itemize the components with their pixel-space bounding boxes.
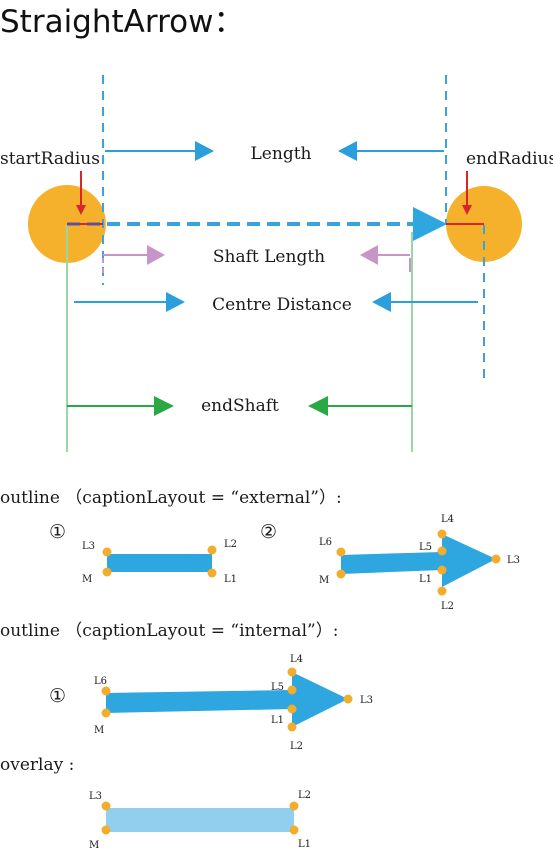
end-radius-label: endRadius [466,149,553,169]
page-title: StraightArrow： [0,4,244,40]
int-label-l3: L3 [360,695,373,706]
end-shaft-right-head [308,396,328,416]
outline-internal-arrow [106,672,348,727]
ext2-point-l3 [491,554,501,564]
int-point-m [101,708,111,718]
ovl-point-l1 [289,825,299,835]
end-radius-pointer-head [462,205,472,215]
ovl-label-l2: L2 [298,790,311,801]
ext2-point-l5 [437,546,447,556]
ext1-label-l1: L1 [224,574,237,585]
section-outline-internal: outline （captionLayout = “internal”）: [0,621,338,641]
end-shaft-left-head [154,396,174,416]
ext2-point-l1 [437,565,447,575]
centre-distance-right-head [372,292,391,312]
length-label: Length [251,144,312,164]
int-point-l4 [287,667,297,677]
ext1-label-m: M [82,574,92,585]
ovl-label-m: M [89,840,99,851]
ext2-point-l4 [437,529,447,539]
shaft-length-label: Shaft Length [213,247,325,267]
shaft-length-left-head [147,245,165,265]
ext2-point-l2 [437,586,447,596]
ovl-point-m [101,825,111,835]
int-label-l4: L4 [290,654,303,665]
shaft-length-right-head [360,245,378,265]
ext2-label-l4: L4 [441,514,454,525]
section-overlay: overlay : [0,755,74,775]
int-label-l2: L2 [290,741,303,752]
ovl-label-l1: L1 [298,839,311,850]
int-label-l6: L6 [94,676,107,687]
ext1-point-l2 [207,545,217,555]
int-point-l6 [101,686,111,696]
ovl-point-l2 [289,801,299,811]
ext2-point-m [336,569,346,579]
ext1-point-m [102,567,112,577]
int-label-l5: L5 [271,682,284,693]
start-radius-label: startRadius [0,149,100,169]
marker-one-external: ① [49,521,66,543]
int-point-l1 [287,704,297,714]
int-point-l3 [343,694,353,704]
marker-two-external: ② [260,521,277,543]
ext1-point-l1 [207,568,217,578]
outline-external-rect [107,554,212,572]
int-label-l1: L1 [271,715,284,726]
ext1-label-l2: L2 [224,539,237,550]
overlay-rect [106,808,294,832]
centre-distance-left-head [166,292,185,312]
section-outline-external: outline （captionLayout = “external”）: [0,488,342,508]
ovl-label-l3: L3 [89,791,102,802]
ext2-label-l5: L5 [419,542,432,553]
ovl-point-l3 [101,801,111,811]
int-point-l2 [287,722,297,732]
ext2-label-l3: L3 [507,555,520,566]
start-radius-pointer-head [76,205,86,215]
length-arrow-left-head [195,141,214,161]
ext2-label-m: M [319,575,329,586]
outline-external-arrow [341,534,496,587]
int-point-l5 [287,685,297,695]
length-arrow-right-head [338,141,357,161]
ext2-label-l2: L2 [441,601,454,612]
marker-one-internal: ① [49,685,66,707]
end-shaft-label: endShaft [201,396,279,416]
int-label-m: M [94,725,104,736]
ext1-label-l3: L3 [82,541,95,552]
centre-distance-label: Centre Distance [212,295,352,315]
ext2-label-l1: L1 [419,574,432,585]
ext2-label-l6: L6 [319,537,332,548]
main-arrow-head [413,207,447,241]
ext1-point-l3 [102,547,112,557]
ext2-point-l6 [336,547,346,557]
